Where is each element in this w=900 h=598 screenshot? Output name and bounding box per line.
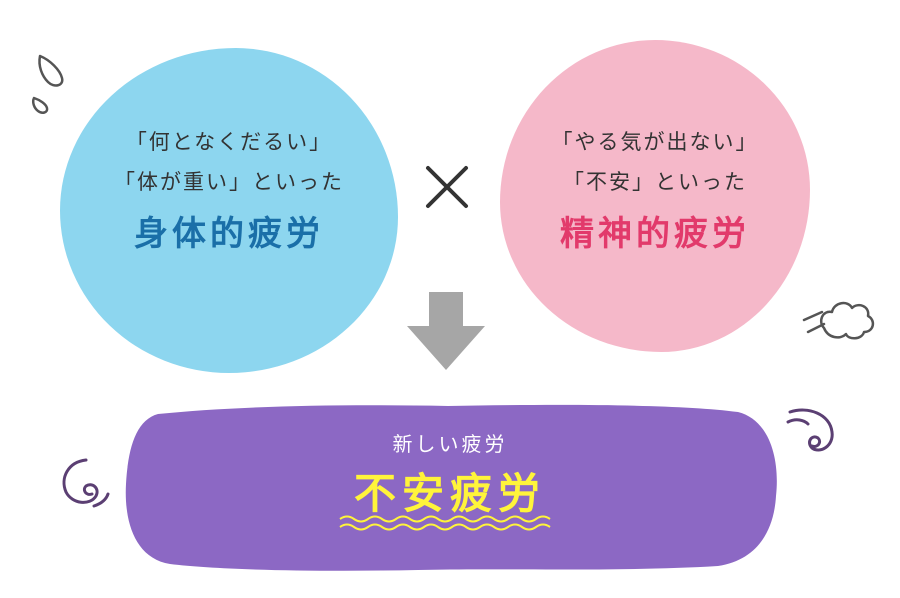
swirl-icon <box>62 458 110 508</box>
wavy-underline <box>339 515 551 531</box>
swirl-icon <box>786 408 834 452</box>
physical-line-2: 「体が重い」といった <box>114 170 344 194</box>
anxiety-fatigue-title: 不安疲労 <box>353 469 546 518</box>
sweat-drops-icon <box>31 54 64 114</box>
physical-fatigue-title: 身体的疲労 <box>134 214 324 254</box>
mental-line-2: 「不安」といった <box>563 170 747 194</box>
new-fatigue-blob <box>125 404 777 571</box>
mental-line-1: 「やる気が出ない」 <box>551 130 759 154</box>
sigh-puff-icon <box>802 301 875 340</box>
physical-fatigue-circle: 「何となくだるい」 「体が重い」といった 身体的疲労 <box>60 48 398 373</box>
multiply-icon <box>426 166 468 208</box>
new-fatigue-label: 新しい疲労 <box>392 432 508 456</box>
mental-fatigue-circle: 「やる気が出ない」 「不安」といった 精神的疲労 <box>500 40 810 352</box>
mental-fatigue-title: 精神的疲労 <box>560 214 750 254</box>
down-arrow-icon <box>407 292 485 370</box>
physical-line-1: 「何となくだるい」 <box>125 130 333 154</box>
